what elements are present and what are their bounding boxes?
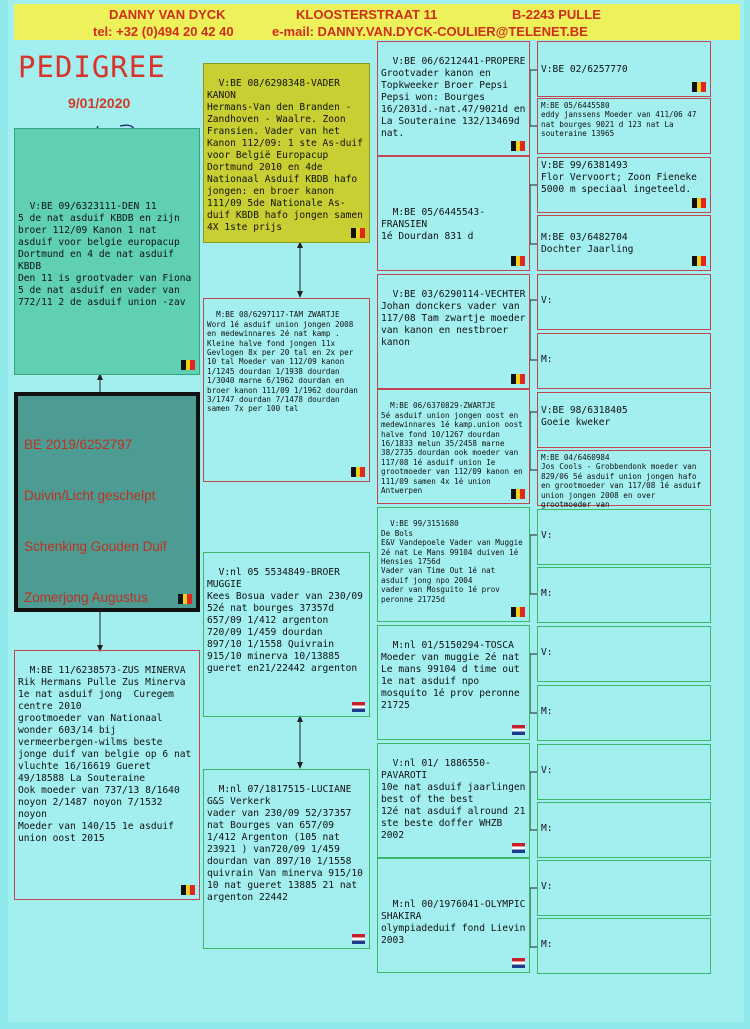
card-fff: V:BE 06/6212441-PROPERE Grootvader kanon…: [377, 41, 530, 156]
card-g4-f: M:: [537, 333, 711, 389]
belgium-flag-icon: [692, 256, 707, 266]
card-g4-g-text: V:BE 98/6318405 Goeie kweker: [541, 405, 628, 428]
belgium-flag-icon: [692, 82, 707, 92]
card-g4-p: M:: [537, 918, 711, 974]
subject-card: BE 2019/6252797 Duivin/Licht geschelpt S…: [14, 392, 200, 612]
dam-father-card: V:nl 05 5534849-BROER MUGGIE Kees Bosua …: [203, 552, 370, 717]
card-mfm: M:nl 01/5150294-TOSCA Moeder van muggie …: [377, 625, 530, 740]
sire-mother-text: M:BE 08/6297117-TAM ZWARTJE Word 1é asdu…: [207, 310, 358, 414]
dam-mother-text: M:nl 07/1817515-LUCIANE G&S Verkerk vade…: [207, 784, 363, 903]
subject-season: Zomerjong Augustus: [24, 590, 148, 605]
card-g4-i: V:: [537, 509, 711, 565]
card-fff-text: V:BE 06/6212441-PROPERE Grootvader kanon…: [381, 56, 526, 139]
card-g4-n-text: M:: [541, 823, 553, 834]
card-g4-f-text: M:: [541, 354, 553, 365]
card-fmm: M:BE 06/6370829-ZWARTJE 5é asduif union …: [377, 389, 530, 504]
card-g4-l-text: M:: [541, 706, 553, 717]
card-mfm-text: M:nl 01/5150294-TOSCA Moeder van muggie …: [381, 640, 520, 711]
card-g4-h: M:BE 04/6460984 Jos Cools - Grobbendonk …: [537, 450, 711, 510]
card-g4-d-text: M:BE 03/6482704 Dochter Jaarling: [541, 232, 634, 255]
netherlands-flag-icon: [512, 725, 525, 735]
breeder-phone: tel: +32 (0)494 20 42 40: [93, 24, 234, 39]
belgium-flag-icon: [511, 374, 526, 384]
breeder-street: KLOOSTERSTRAAT 11: [296, 7, 438, 22]
belgium-flag-icon: [351, 228, 366, 238]
card-g4-c: V:BE 99/6381493 Flor Vervoort; Zoon Fien…: [537, 157, 711, 213]
card-g4-o-text: V:: [541, 881, 553, 892]
card-g4-l: M:: [537, 685, 711, 741]
card-g4-g: V:BE 98/6318405 Goeie kweker: [537, 392, 711, 448]
card-fmf-text: V:BE 03/6290114-VECHTER Johan donckers v…: [381, 289, 526, 348]
breeder-header: DANNY VAN DYCK KLOOSTERSTRAAT 11 B-2243 …: [14, 4, 740, 40]
card-fmf: V:BE 03/6290114-VECHTER Johan donckers v…: [377, 274, 530, 389]
sire-father-text: V:BE 08/6298348-VADER KANON Hermans-Van …: [207, 78, 363, 233]
sire-card: V:BE 09/6323111-DEN 11 5 de nat asduif K…: [14, 128, 200, 375]
card-mmf-text: V:nl 01/ 1886550-PAVAROTI 10e nat asduif…: [381, 758, 526, 841]
dam-text: M:BE 11/6238573-ZUS MINERVA Rik Hermans …: [18, 665, 192, 844]
card-g4-e: V:: [537, 274, 711, 330]
belgium-flag-icon: [351, 467, 366, 477]
page-title: PEDIGREE: [18, 50, 166, 84]
card-g4-m-text: V:: [541, 765, 553, 776]
card-mmm: M:nl 00/1976041-OLYMPIC SHAKIRA olympiad…: [377, 858, 530, 973]
dam-card: M:BE 11/6238573-ZUS MINERVA Rik Hermans …: [14, 650, 200, 900]
card-g4-m: V:: [537, 744, 711, 800]
netherlands-flag-icon: [512, 958, 525, 968]
card-ffm-text: M:BE 05/6445543-FRANSIEN 1é Dourdan 831 …: [381, 207, 485, 242]
belgium-flag-icon: [181, 360, 196, 370]
netherlands-flag-icon: [352, 934, 365, 944]
breeder-city: B-2243 PULLE: [512, 7, 601, 22]
card-g4-h-text: M:BE 04/6460984 Jos Cools - Grobbendonk …: [541, 453, 702, 510]
belgium-flag-icon: [511, 489, 526, 499]
card-mmf: V:nl 01/ 1886550-PAVAROTI 10e nat asduif…: [377, 743, 530, 858]
card-g4-b: M:BE 05/6445580 eddy janssens Moeder van…: [537, 98, 711, 154]
belgium-flag-icon: [511, 607, 526, 617]
belgium-flag-icon: [692, 198, 707, 208]
breeder-name: DANNY VAN DYCK: [109, 7, 226, 22]
sire-father-card: V:BE 08/6298348-VADER KANON Hermans-Van …: [203, 63, 370, 243]
sire-text: V:BE 09/6323111-DEN 11 5 de nat asduif K…: [18, 201, 192, 308]
card-g4-d: M:BE 03/6482704 Dochter Jaarling: [537, 215, 711, 271]
card-g4-k-text: V:: [541, 647, 553, 658]
card-g4-a-text: V:BE 02/6257770: [541, 64, 628, 75]
card-g4-k: V:: [537, 626, 711, 682]
card-ffm: M:BE 05/6445543-FRANSIEN 1é Dourdan 831 …: [377, 156, 530, 271]
netherlands-flag-icon: [512, 843, 525, 853]
card-mmm-text: M:nl 00/1976041-OLYMPIC SHAKIRA olympiad…: [381, 899, 526, 946]
card-g4-j-text: M:: [541, 588, 553, 599]
breeder-email: e-mail: DANNY.VAN.DYCK-COULIER@TELENET.B…: [272, 24, 588, 39]
belgium-flag-icon: [511, 256, 526, 266]
card-g4-b-text: M:BE 05/6445580 eddy janssens Moeder van…: [541, 101, 697, 139]
card-fmm-text: M:BE 06/6370829-ZWARTJE 5é asduif union …: [381, 401, 523, 496]
card-g4-o: V:: [537, 860, 711, 916]
belgium-flag-icon: [181, 885, 196, 895]
pedigree-date: 9/01/2020: [68, 95, 131, 111]
card-g4-p-text: M:: [541, 939, 553, 950]
subject-origin: Schenking Gouden Duif: [24, 539, 167, 554]
belgium-flag-icon: [511, 141, 526, 151]
card-g4-j: M:: [537, 567, 711, 623]
card-g4-c-text: V:BE 99/6381493 Flor Vervoort; Zoon Fien…: [541, 160, 697, 195]
card-mff-text: V:BE 99/3151680 De Bols E&V Vandepoele V…: [381, 519, 523, 604]
card-mff: V:BE 99/3151680 De Bols E&V Vandepoele V…: [377, 507, 530, 622]
card-g4-i-text: V:: [541, 530, 553, 541]
card-g4-a: V:BE 02/6257770: [537, 41, 711, 97]
card-g4-n: M:: [537, 802, 711, 858]
belgium-flag-icon: [178, 594, 193, 604]
subject-color: Duivin/Licht geschelpt: [24, 488, 156, 503]
subject-ring: BE 2019/6252797: [24, 437, 133, 452]
card-g4-e-text: V:: [541, 295, 553, 306]
netherlands-flag-icon: [352, 702, 365, 712]
dam-father-text: V:nl 05 5534849-BROER MUGGIE Kees Bosua …: [207, 567, 363, 674]
dam-mother-card: M:nl 07/1817515-LUCIANE G&S Verkerk vade…: [203, 769, 370, 949]
sire-mother-card: M:BE 08/6297117-TAM ZWARTJE Word 1é asdu…: [203, 298, 370, 482]
